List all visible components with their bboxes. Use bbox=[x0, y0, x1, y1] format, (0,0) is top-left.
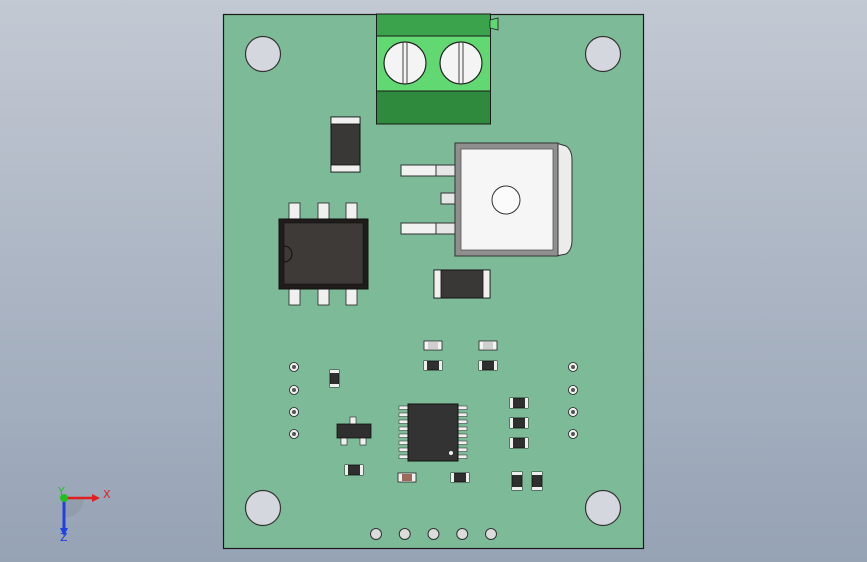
tssop-pin-right bbox=[457, 454, 468, 459]
capacitor-c10[interactable] bbox=[531, 471, 543, 491]
capacitor-c7[interactable] bbox=[344, 464, 364, 476]
test-point-left-center bbox=[292, 432, 296, 436]
mounting-hole-bottom-right[interactable] bbox=[584, 489, 622, 527]
tssop-pin-left bbox=[398, 419, 409, 424]
capacitor-c6[interactable] bbox=[509, 437, 529, 449]
x-axis-arrow-icon bbox=[92, 494, 100, 502]
terminal-screw-1[interactable] bbox=[383, 41, 427, 85]
tssop-ic[interactable] bbox=[398, 403, 468, 462]
header-pin[interactable] bbox=[427, 528, 440, 540]
capacitor-c4[interactable] bbox=[509, 397, 529, 409]
tssop-pin-right bbox=[457, 433, 468, 438]
resistor-r2[interactable] bbox=[478, 340, 498, 351]
tssop-pin-left bbox=[398, 454, 409, 459]
capacitor-c9[interactable] bbox=[511, 471, 523, 491]
tssop-pin-left bbox=[398, 412, 409, 417]
soic-ic[interactable] bbox=[278, 202, 369, 306]
dpak-mount-hole bbox=[491, 185, 521, 215]
tssop-pin-right bbox=[457, 426, 468, 431]
header-pin[interactable] bbox=[485, 528, 497, 540]
smd-passives bbox=[329, 340, 543, 491]
tssop-pin-left bbox=[398, 433, 409, 438]
tssop-pin-right bbox=[457, 440, 468, 445]
test-point-left-center bbox=[292, 410, 296, 414]
terminal-screw-2[interactable] bbox=[439, 41, 483, 85]
tssop-pin-right bbox=[457, 412, 468, 417]
test-point-right-center bbox=[571, 365, 575, 369]
test-point-right-center bbox=[571, 388, 575, 392]
orientation-triad[interactable]: X Y Z bbox=[57, 485, 111, 544]
header-pin[interactable] bbox=[370, 528, 382, 540]
test-point-right-center bbox=[571, 410, 575, 414]
y-axis-dot-icon bbox=[60, 494, 68, 502]
mounting-holes bbox=[244, 35, 622, 527]
test-point-left-center bbox=[292, 365, 296, 369]
tssop-pin-right bbox=[457, 447, 468, 452]
mounting-hole-top-right[interactable] bbox=[584, 35, 622, 73]
capacitor-c1[interactable] bbox=[423, 360, 443, 371]
sot23-transistor[interactable] bbox=[336, 416, 372, 446]
capacitor-c2[interactable] bbox=[478, 360, 498, 371]
header-pin[interactable] bbox=[456, 528, 469, 540]
tssop-pin-left bbox=[398, 405, 409, 410]
screw-terminal-block[interactable] bbox=[376, 13, 499, 125]
tssop-pin-right bbox=[457, 405, 468, 410]
header-pins bbox=[370, 528, 497, 540]
triad-y-label: Y bbox=[57, 485, 65, 498]
capacitor-c8[interactable] bbox=[450, 472, 470, 483]
tssop-pin-right bbox=[457, 419, 468, 424]
tssop-pin1-marker bbox=[449, 451, 453, 455]
test-point-right-center bbox=[571, 432, 575, 436]
header-pin[interactable] bbox=[398, 528, 411, 540]
test-points bbox=[289, 362, 578, 439]
dpak-regulator[interactable] bbox=[400, 142, 573, 257]
triad-z-label: Z bbox=[60, 531, 68, 544]
resistor-r1[interactable] bbox=[423, 340, 443, 351]
smd-diode-large[interactable] bbox=[330, 116, 361, 173]
test-point-left-center bbox=[292, 388, 296, 392]
tssop-pin-left bbox=[398, 447, 409, 452]
smd-rectifier[interactable] bbox=[433, 269, 491, 299]
z-axis-arrow-icon bbox=[60, 528, 68, 536]
mounting-hole-bottom-left[interactable] bbox=[244, 489, 282, 527]
tssop-pin-left bbox=[398, 440, 409, 445]
mounting-hole-top-left[interactable] bbox=[244, 35, 282, 73]
capacitor-c5[interactable] bbox=[509, 417, 529, 429]
resistor-r3[interactable] bbox=[397, 472, 417, 483]
tssop-pin-left bbox=[398, 426, 409, 431]
capacitor-c3[interactable] bbox=[329, 369, 340, 388]
triad-x-label: X bbox=[103, 488, 111, 501]
